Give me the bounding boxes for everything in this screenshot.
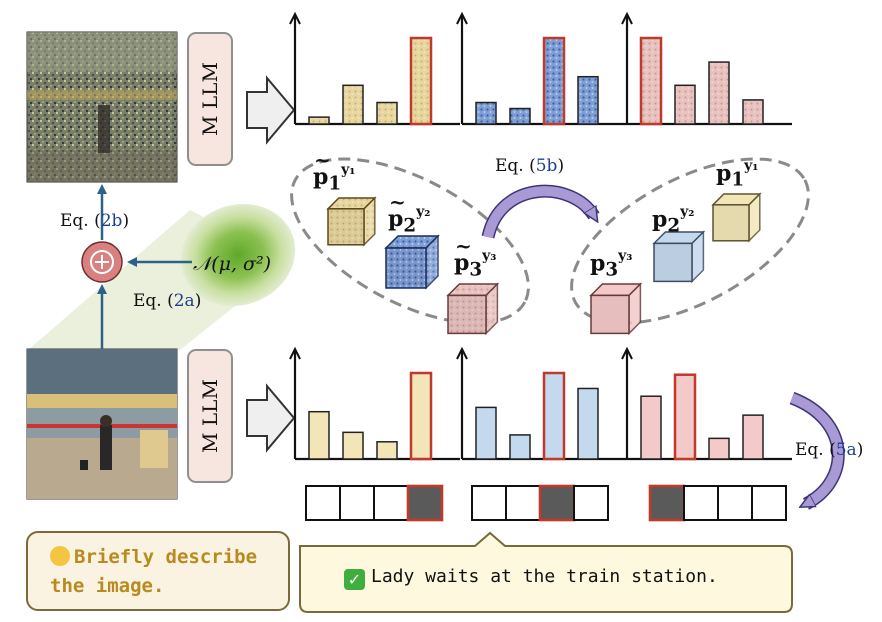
cube-front xyxy=(385,247,427,289)
noisy-token-cluster xyxy=(290,157,530,325)
bar-2 xyxy=(509,107,531,125)
gaussian-blob xyxy=(180,203,296,307)
bar-1 xyxy=(475,406,497,460)
bar-4 xyxy=(577,75,599,125)
one-hot-row-2 xyxy=(471,484,609,522)
y-axis-arrowhead xyxy=(289,11,301,25)
big-arrow-top xyxy=(246,75,296,145)
cube-front xyxy=(712,204,750,242)
y-axis-arrowhead xyxy=(621,11,633,25)
y-axis-arrowhead xyxy=(621,346,633,360)
bar-3-highlighted xyxy=(542,36,566,126)
checkmark-icon: ✓ xyxy=(344,569,365,590)
one-hot-rows xyxy=(305,484,787,522)
noisy-cube-3 xyxy=(446,282,500,336)
eq-2b-label: Eq. (2b) xyxy=(60,211,130,231)
bar-4-highlighted xyxy=(409,371,433,461)
cube-front xyxy=(590,294,630,335)
one-hot-cell-selected xyxy=(406,484,444,522)
bar-2 xyxy=(509,434,531,460)
plus-circle-icon xyxy=(81,241,123,283)
bar-3 xyxy=(376,101,398,125)
arrow-5a xyxy=(790,393,844,509)
one-hot-cell xyxy=(373,485,409,521)
eq-5a-label: Eq. (5a) xyxy=(795,440,864,460)
bar-3 xyxy=(376,441,398,460)
bar-3 xyxy=(708,437,730,460)
cube-front xyxy=(327,208,365,246)
histograms xyxy=(289,11,792,461)
bar-4-highlighted xyxy=(409,36,433,126)
bottom-histogram-3 xyxy=(621,346,792,461)
prompt-text: Briefly describe the image. xyxy=(50,546,258,597)
bar-1 xyxy=(308,410,330,460)
noisy-token-label-1: p1y₁ xyxy=(313,148,355,194)
y-axis-arrowhead xyxy=(456,11,468,25)
one-hot-row-1 xyxy=(305,484,444,522)
clean-image xyxy=(26,348,178,500)
user-icon xyxy=(50,546,70,566)
y-axis-arrowhead xyxy=(289,346,301,360)
bottom-histogram-2 xyxy=(456,346,627,461)
one-hot-cell xyxy=(717,485,753,521)
one-hot-cell xyxy=(573,485,609,521)
bar-2 xyxy=(342,84,364,125)
noisy-cube-1 xyxy=(326,196,377,247)
cube-front xyxy=(653,242,693,283)
one-hot-cell xyxy=(751,485,787,521)
one-hot-cell xyxy=(305,485,341,521)
bar-3 xyxy=(708,61,730,125)
bar-4 xyxy=(742,99,764,125)
bar-2 xyxy=(342,431,364,460)
one-hot-cell-selected xyxy=(648,484,686,522)
one-hot-cell xyxy=(683,485,719,521)
clean-token-label-1: p1y₁ xyxy=(716,158,759,191)
bottom-histogram-1 xyxy=(289,346,460,461)
one-hot-row-3 xyxy=(648,484,787,522)
clean-cube-1 xyxy=(711,192,762,243)
one-hot-cell xyxy=(339,485,375,521)
noisy-token-label-3: p3y₃ xyxy=(454,234,496,280)
mllm-box-top: M LLM xyxy=(187,32,233,166)
noisy-cube-2 xyxy=(384,234,440,290)
clean-token-cluster xyxy=(570,157,810,325)
cube-front xyxy=(447,294,487,335)
eq-5b-label: Eq. (5b) xyxy=(495,156,565,176)
y-axis-arrowhead xyxy=(456,346,468,360)
prompt-box: Briefly describe the image. xyxy=(26,531,290,611)
top-histogram-2 xyxy=(456,11,627,126)
noisy-image xyxy=(26,31,178,183)
one-hot-cell xyxy=(505,485,541,521)
normal-distribution-label: 𝒩(μ, σ²) xyxy=(193,253,272,275)
one-hot-cell xyxy=(471,485,507,521)
big-arrow-bottom xyxy=(246,383,296,453)
clean-token-label-3: p3y₃ xyxy=(590,248,633,281)
bar-1 xyxy=(475,101,497,125)
mllm-label-bottom: M LLM xyxy=(198,379,223,453)
eq-2a-label: Eq. (2a) xyxy=(133,291,202,311)
noisy-token-label-2: p2y₂ xyxy=(388,190,430,236)
bar-3-highlighted xyxy=(542,371,566,461)
bar-2-highlighted xyxy=(673,373,697,461)
token-cubes xyxy=(326,192,762,336)
bar-4 xyxy=(742,414,764,460)
bar-2 xyxy=(674,84,696,125)
clean-cube-2 xyxy=(652,230,706,284)
bar-1 xyxy=(640,395,662,460)
answer-text: ✓Lady waits at the train station. xyxy=(344,566,718,590)
top-histogram-1 xyxy=(289,11,460,126)
top-histogram-3 xyxy=(621,11,792,126)
mllm-label-top: M LLM xyxy=(198,62,223,136)
clean-token-label-2: p2y₂ xyxy=(652,204,695,237)
bar-4 xyxy=(577,387,599,460)
clean-cube-3 xyxy=(589,282,643,336)
bar-1-highlighted xyxy=(639,36,663,126)
arrow-5b xyxy=(483,186,594,239)
mllm-box-bottom: M LLM xyxy=(187,349,233,483)
bar-1 xyxy=(308,116,330,125)
answer-bubble xyxy=(299,531,793,613)
one-hot-cell-selected xyxy=(538,484,576,522)
